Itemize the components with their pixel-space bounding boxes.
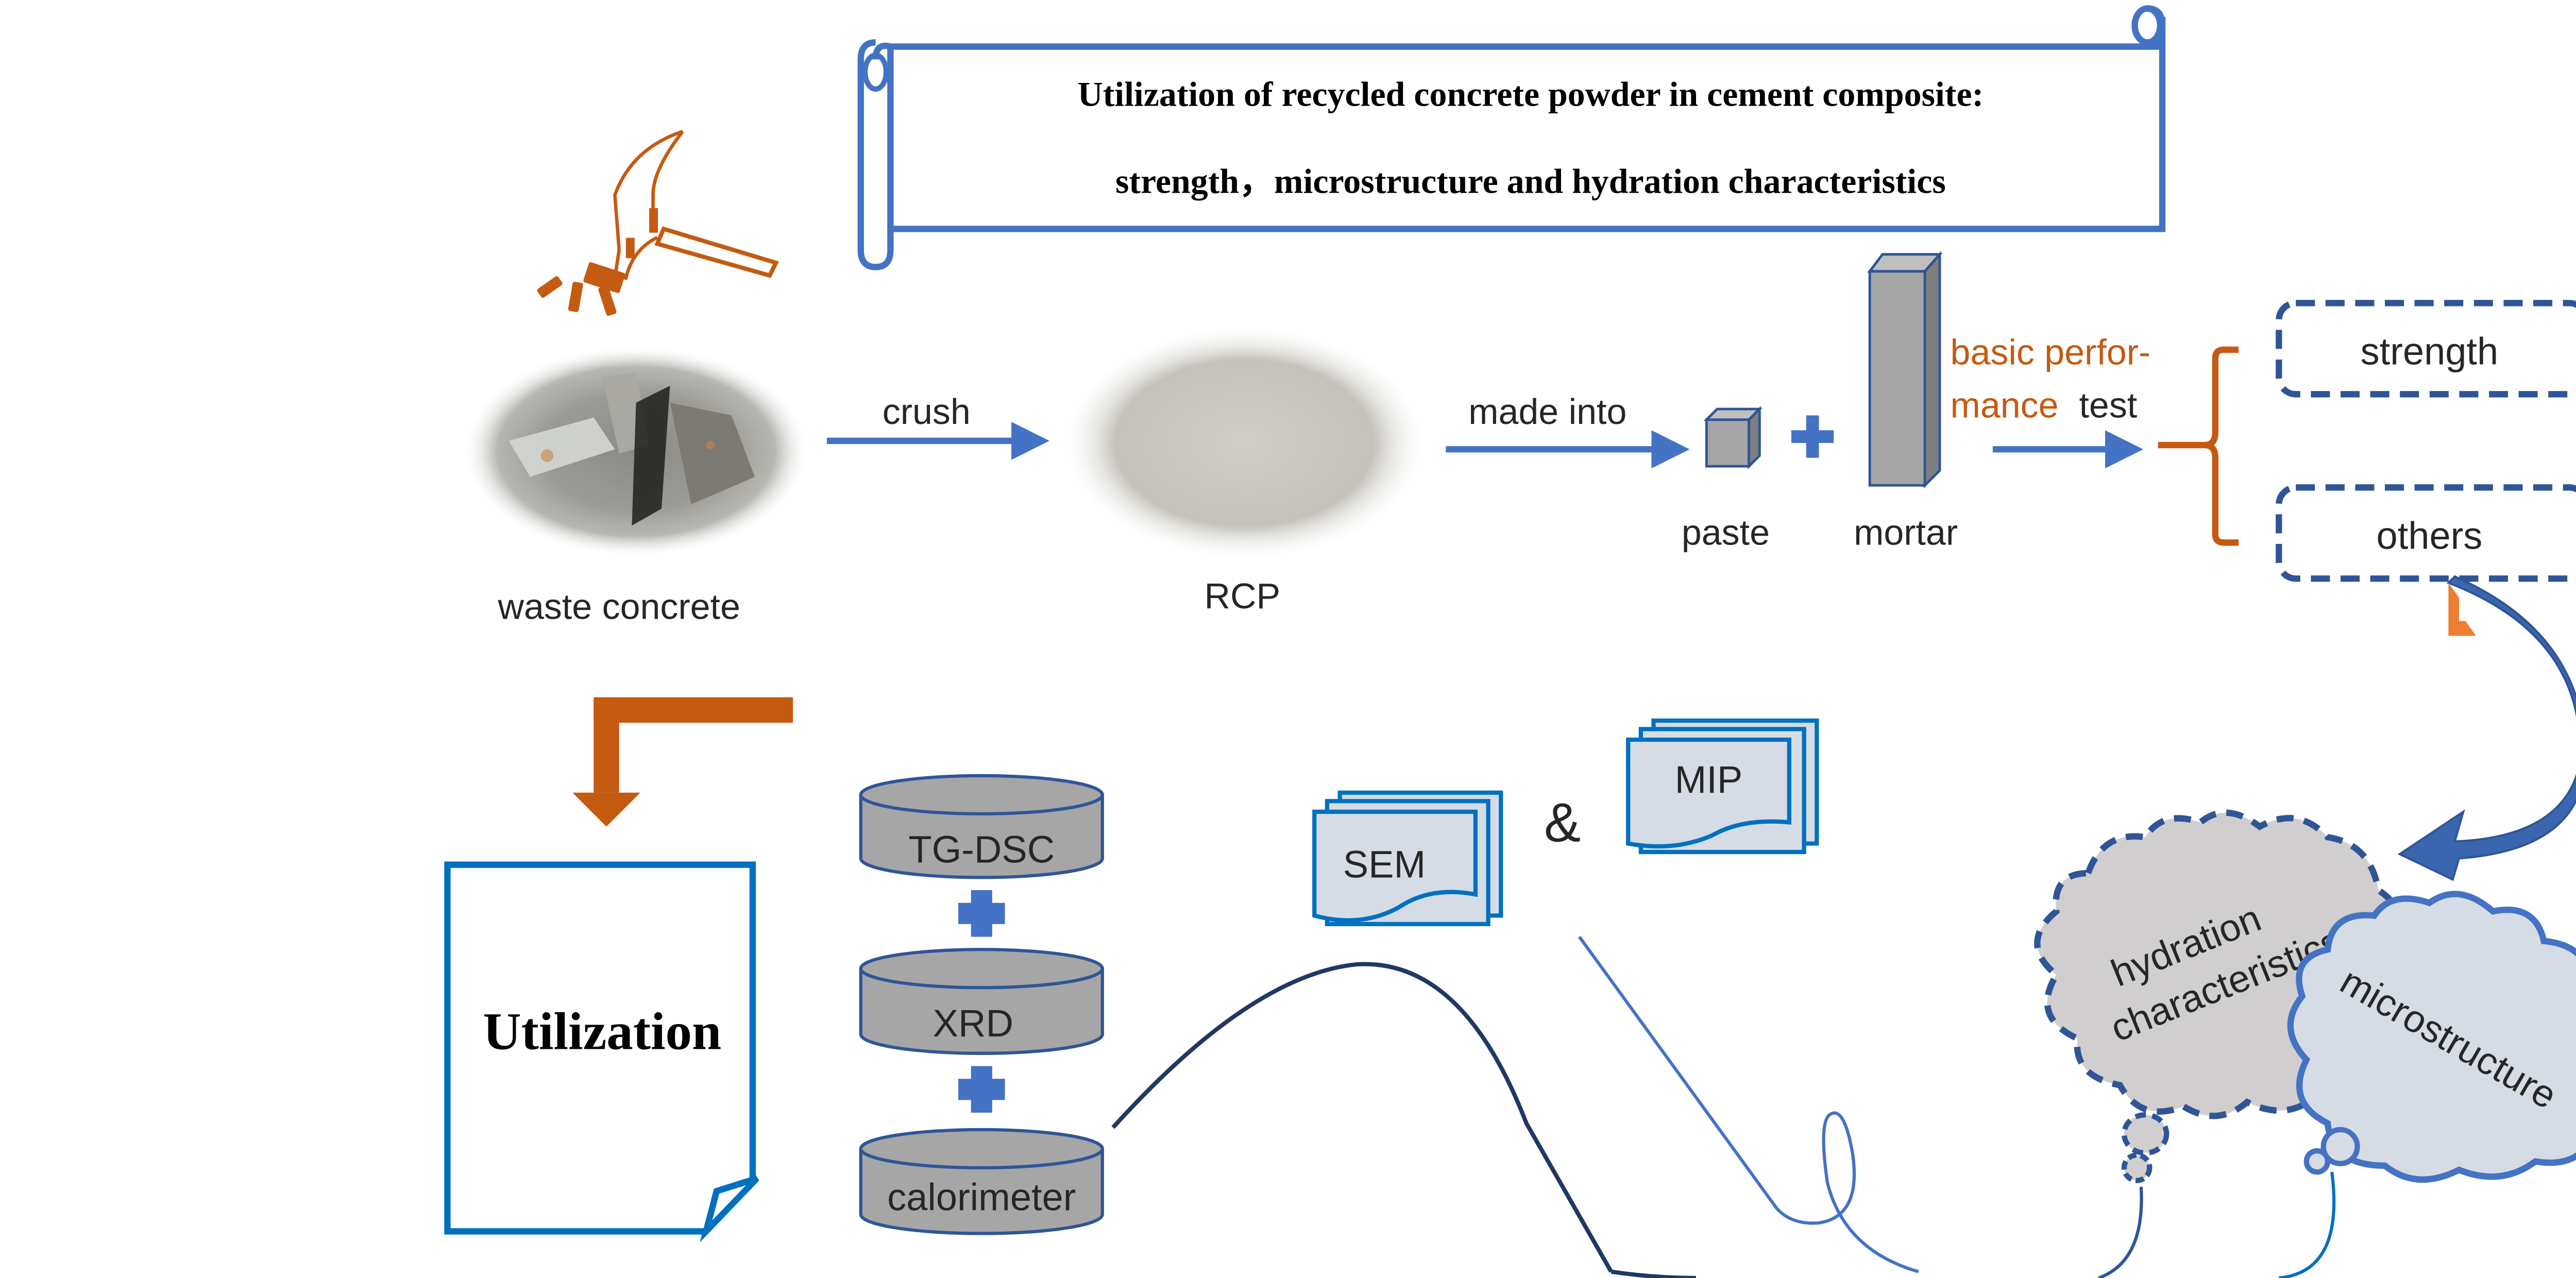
test-label-orange-1: basic perfor-: [1951, 332, 2151, 372]
crush-label: crush: [883, 391, 971, 432]
utilization-document: [444, 861, 759, 1242]
others-box: [2276, 484, 2576, 582]
plus-icon: [958, 1066, 1005, 1113]
results-brace: [2158, 346, 2239, 546]
microstructure-cloud: microstructure: [2287, 891, 2576, 1183]
test-label-orange-2: mance: [1951, 385, 2059, 425]
calorimeter-label: calorimeter: [887, 1175, 1076, 1218]
mortar-label: mortar: [1854, 512, 1958, 552]
test-label-line-1: basic perfor-: [1951, 332, 2151, 372]
hydration-cloud: hydration characteristics: [2034, 809, 2406, 1183]
paste-cube-icon: [1703, 406, 1763, 470]
strength-box: [2276, 300, 2576, 398]
ampersand-label: &: [1544, 791, 1581, 853]
made-into-label: made into: [1468, 391, 1626, 432]
waste-concrete-label: waste concrete: [498, 586, 740, 626]
sem-label: SEM: [1343, 843, 1426, 885]
mip-label: MIP: [1675, 758, 1743, 801]
strength-label: strength: [2361, 330, 2499, 373]
plus-icon: [1791, 415, 1834, 458]
curved-arrow-icon: [2397, 575, 2576, 881]
mip-document-stack: [1626, 718, 1819, 855]
connector-microstructure: [2278, 1171, 2336, 1278]
title-line-2: strength，microstructure and hydration ch…: [1115, 162, 1946, 200]
xrd-label: XRD: [933, 1002, 1013, 1045]
tg-dsc-label: TG-DSC: [908, 828, 1055, 871]
elbow-arrow-icon: [572, 697, 793, 827]
title-line-1: Utilization of recycled concrete powder …: [1078, 75, 1984, 114]
waste-concrete-image: [462, 345, 810, 558]
test-label-line-2: mance test: [1951, 385, 2138, 425]
hammer-icon: [537, 129, 779, 316]
title-scroll: Utilization of recycled concrete powder …: [857, 5, 2166, 270]
sem-document-stack: [1312, 790, 1503, 927]
tg-dsc-cylinder: TG-DSC: [859, 774, 1104, 879]
connector-calorimeter: [1111, 962, 1613, 1273]
connector-hydration: [2098, 1186, 2143, 1278]
utilization-label: Utilization: [483, 1002, 721, 1061]
test-label-dark: test: [2079, 385, 2137, 425]
others-label: others: [2377, 515, 2483, 557]
paste-label: paste: [1682, 512, 1770, 552]
calorimeter-cylinder: calorimeter: [859, 1128, 1104, 1235]
plus-icon: [958, 890, 1005, 937]
rcp-image: [1060, 324, 1429, 562]
rcp-label: RCP: [1205, 576, 1281, 616]
connector-sem: [1578, 935, 1919, 1273]
xrd-cylinder: XRD: [859, 948, 1104, 1055]
mortar-prism-icon: [1867, 251, 1943, 489]
